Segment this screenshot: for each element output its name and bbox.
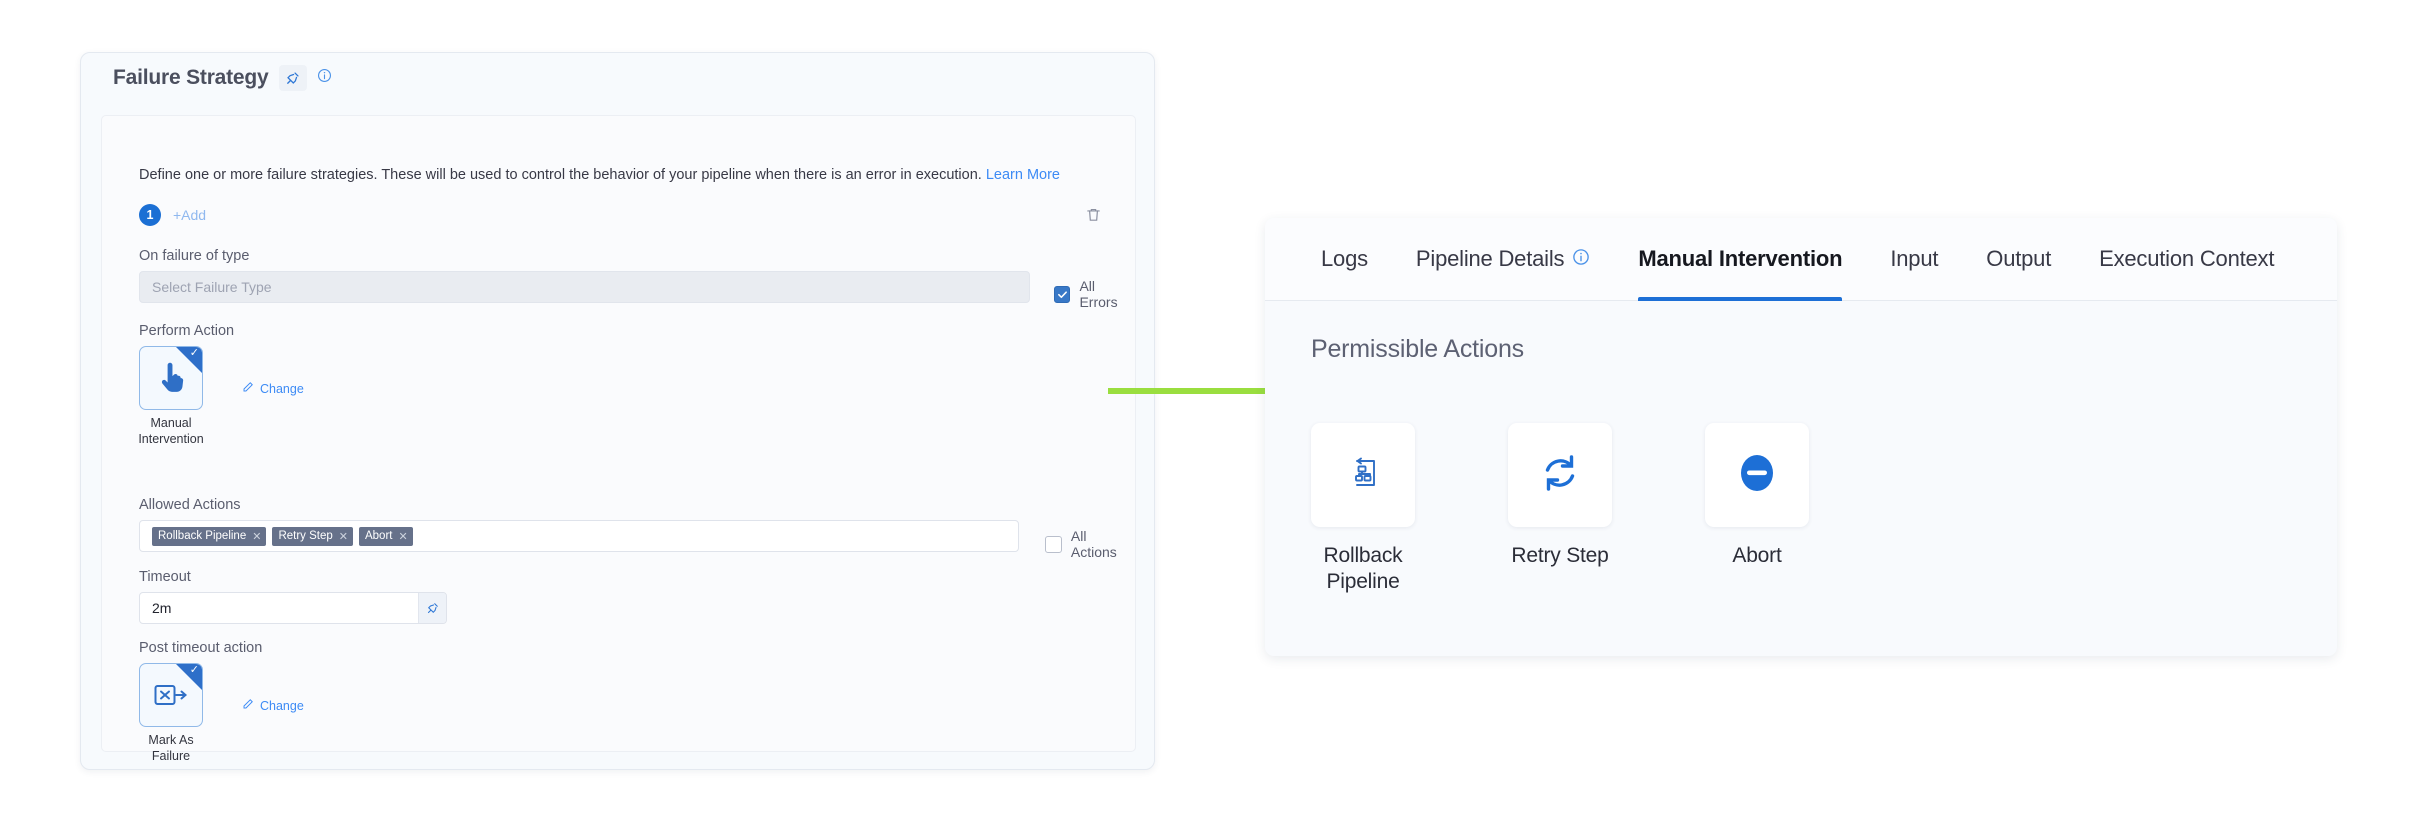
tab-label: Logs	[1321, 246, 1368, 271]
all-actions-checkbox[interactable]	[1045, 535, 1062, 553]
failure-strategy-header: Failure Strategy	[81, 53, 1154, 103]
timeout-input[interactable]: 2m	[139, 592, 447, 624]
learn-more-link[interactable]: Learn More	[985, 167, 1060, 183]
check-icon: ✓	[189, 664, 199, 676]
timeout-label: Timeout	[139, 569, 191, 585]
close-x-icon[interactable]: ✕	[252, 530, 262, 543]
permissible-actions-heading: Permissible Actions	[1311, 335, 1524, 363]
post-timeout-action-tile[interactable]: ✓	[139, 663, 203, 727]
action-label: Retry Step	[1511, 544, 1609, 567]
tab-label: Manual Intervention	[1638, 246, 1843, 271]
tab-execution-context[interactable]: Execution Context	[2075, 218, 2298, 301]
tag-label: Abort	[364, 530, 393, 542]
tab-label: Output	[1986, 246, 2052, 271]
strategy-index-row: 1 +Add	[139, 204, 206, 226]
tag-label: Retry Step	[278, 530, 333, 542]
strategy-index-badge[interactable]: 1	[139, 204, 161, 226]
tab-label: Pipeline Details	[1415, 246, 1565, 271]
all-actions-checkbox-wrap[interactable]: All Actions	[1045, 528, 1135, 560]
all-actions-label: All Actions	[1070, 528, 1117, 560]
action-tile[interactable]	[1311, 423, 1415, 527]
abort-minus-circle-icon	[1734, 448, 1780, 503]
action-rollback-pipeline[interactable]: Rollback Pipeline	[1311, 423, 1415, 594]
timeout-pin-icon[interactable]	[418, 593, 446, 623]
action-abort[interactable]: Abort	[1705, 423, 1809, 594]
description-text: Define one or more failure strategies. T…	[139, 166, 1060, 185]
failure-strategy-card: Failure Strategy Define one or more fail…	[80, 52, 1155, 770]
check-icon: ✓	[189, 347, 199, 359]
post-timeout-change-button[interactable]: Change	[242, 698, 304, 713]
failure-strategy-body: Define one or more failure strategies. T…	[101, 115, 1136, 763]
failure-type-placeholder: Select Failure Type	[152, 279, 272, 295]
tab-input[interactable]: Input	[1866, 218, 1962, 301]
action-label: Abort	[1732, 544, 1782, 567]
page-title: Failure Strategy	[113, 66, 269, 89]
tab-manual-intervention[interactable]: Manual Intervention	[1614, 218, 1866, 301]
description-sentence: Define one or more failure strategies. T…	[139, 167, 982, 183]
all-errors-checkbox-wrap[interactable]: All Errors	[1054, 278, 1135, 310]
perform-action-tile[interactable]: ✓	[139, 346, 203, 410]
on-failure-of-type-label: On failure of type	[139, 248, 250, 264]
pencil-icon	[242, 381, 254, 396]
allowed-actions-label: Allowed Actions	[139, 497, 241, 513]
pencil-icon	[242, 698, 254, 713]
change-label: Change	[260, 698, 304, 713]
tab-logs[interactable]: Logs	[1297, 218, 1392, 301]
tab-output[interactable]: Output	[1962, 218, 2075, 301]
info-circle-icon[interactable]	[317, 68, 332, 88]
info-circle-icon[interactable]	[1572, 246, 1590, 272]
rollback-pipeline-icon	[1343, 453, 1383, 498]
panel-body: Permissible Actions	[1265, 301, 2337, 593]
tag-chip[interactable]: Retry Step ✕	[272, 526, 353, 546]
post-timeout-action-label: Post timeout action	[139, 640, 263, 656]
retry-refresh-icon	[1538, 451, 1582, 500]
tab-pipeline-details[interactable]: Pipeline Details	[1392, 218, 1614, 301]
close-x-icon[interactable]: ✕	[338, 530, 348, 543]
all-errors-checkbox[interactable]	[1054, 285, 1071, 303]
tab-label: Input	[1890, 246, 1939, 271]
trash-icon[interactable]	[1085, 206, 1105, 226]
post-timeout-action-caption: Mark As Failure	[148, 733, 194, 763]
allowed-actions-input[interactable]: Rollback Pipeline ✕ Retry Step ✕ Abort ✕	[139, 520, 1019, 552]
mark-as-failure-icon	[140, 664, 202, 726]
action-retry-step[interactable]: Retry Step	[1508, 423, 1612, 594]
change-label: Change	[260, 381, 304, 396]
permissible-actions-grid: Rollback Pipeline Retry S	[1311, 423, 1809, 594]
green-right-arrow	[1108, 380, 1328, 402]
tag-chip[interactable]: Abort ✕	[358, 526, 413, 546]
tag-chip[interactable]: Rollback Pipeline ✕	[152, 526, 267, 546]
selected-corner	[176, 664, 202, 690]
perform-action-change-button[interactable]: Change	[242, 381, 304, 396]
perform-action-caption: Manual Intervention	[138, 416, 204, 446]
timeout-value: 2m	[152, 600, 172, 616]
panel-tab-bar: Logs Pipeline Details Manual Interventio…	[1265, 218, 2337, 301]
selected-corner	[176, 347, 202, 373]
pin-icon[interactable]	[278, 65, 307, 91]
action-tile[interactable]	[1508, 423, 1612, 527]
close-x-icon[interactable]: ✕	[398, 530, 408, 543]
action-tile[interactable]	[1705, 423, 1809, 527]
failure-type-select[interactable]: Select Failure Type	[139, 271, 1030, 303]
all-errors-label: All Errors	[1079, 278, 1118, 310]
tab-label: Execution Context	[2099, 246, 2275, 271]
perform-action-label: Perform Action	[139, 323, 235, 339]
action-label: Rollback Pipeline	[1323, 544, 1403, 593]
add-strategy-button[interactable]: +Add	[173, 207, 207, 223]
execution-details-panel: Logs Pipeline Details Manual Interventio…	[1265, 218, 2337, 656]
tag-label: Rollback Pipeline	[158, 530, 247, 542]
hand-pointer-icon	[140, 347, 202, 409]
